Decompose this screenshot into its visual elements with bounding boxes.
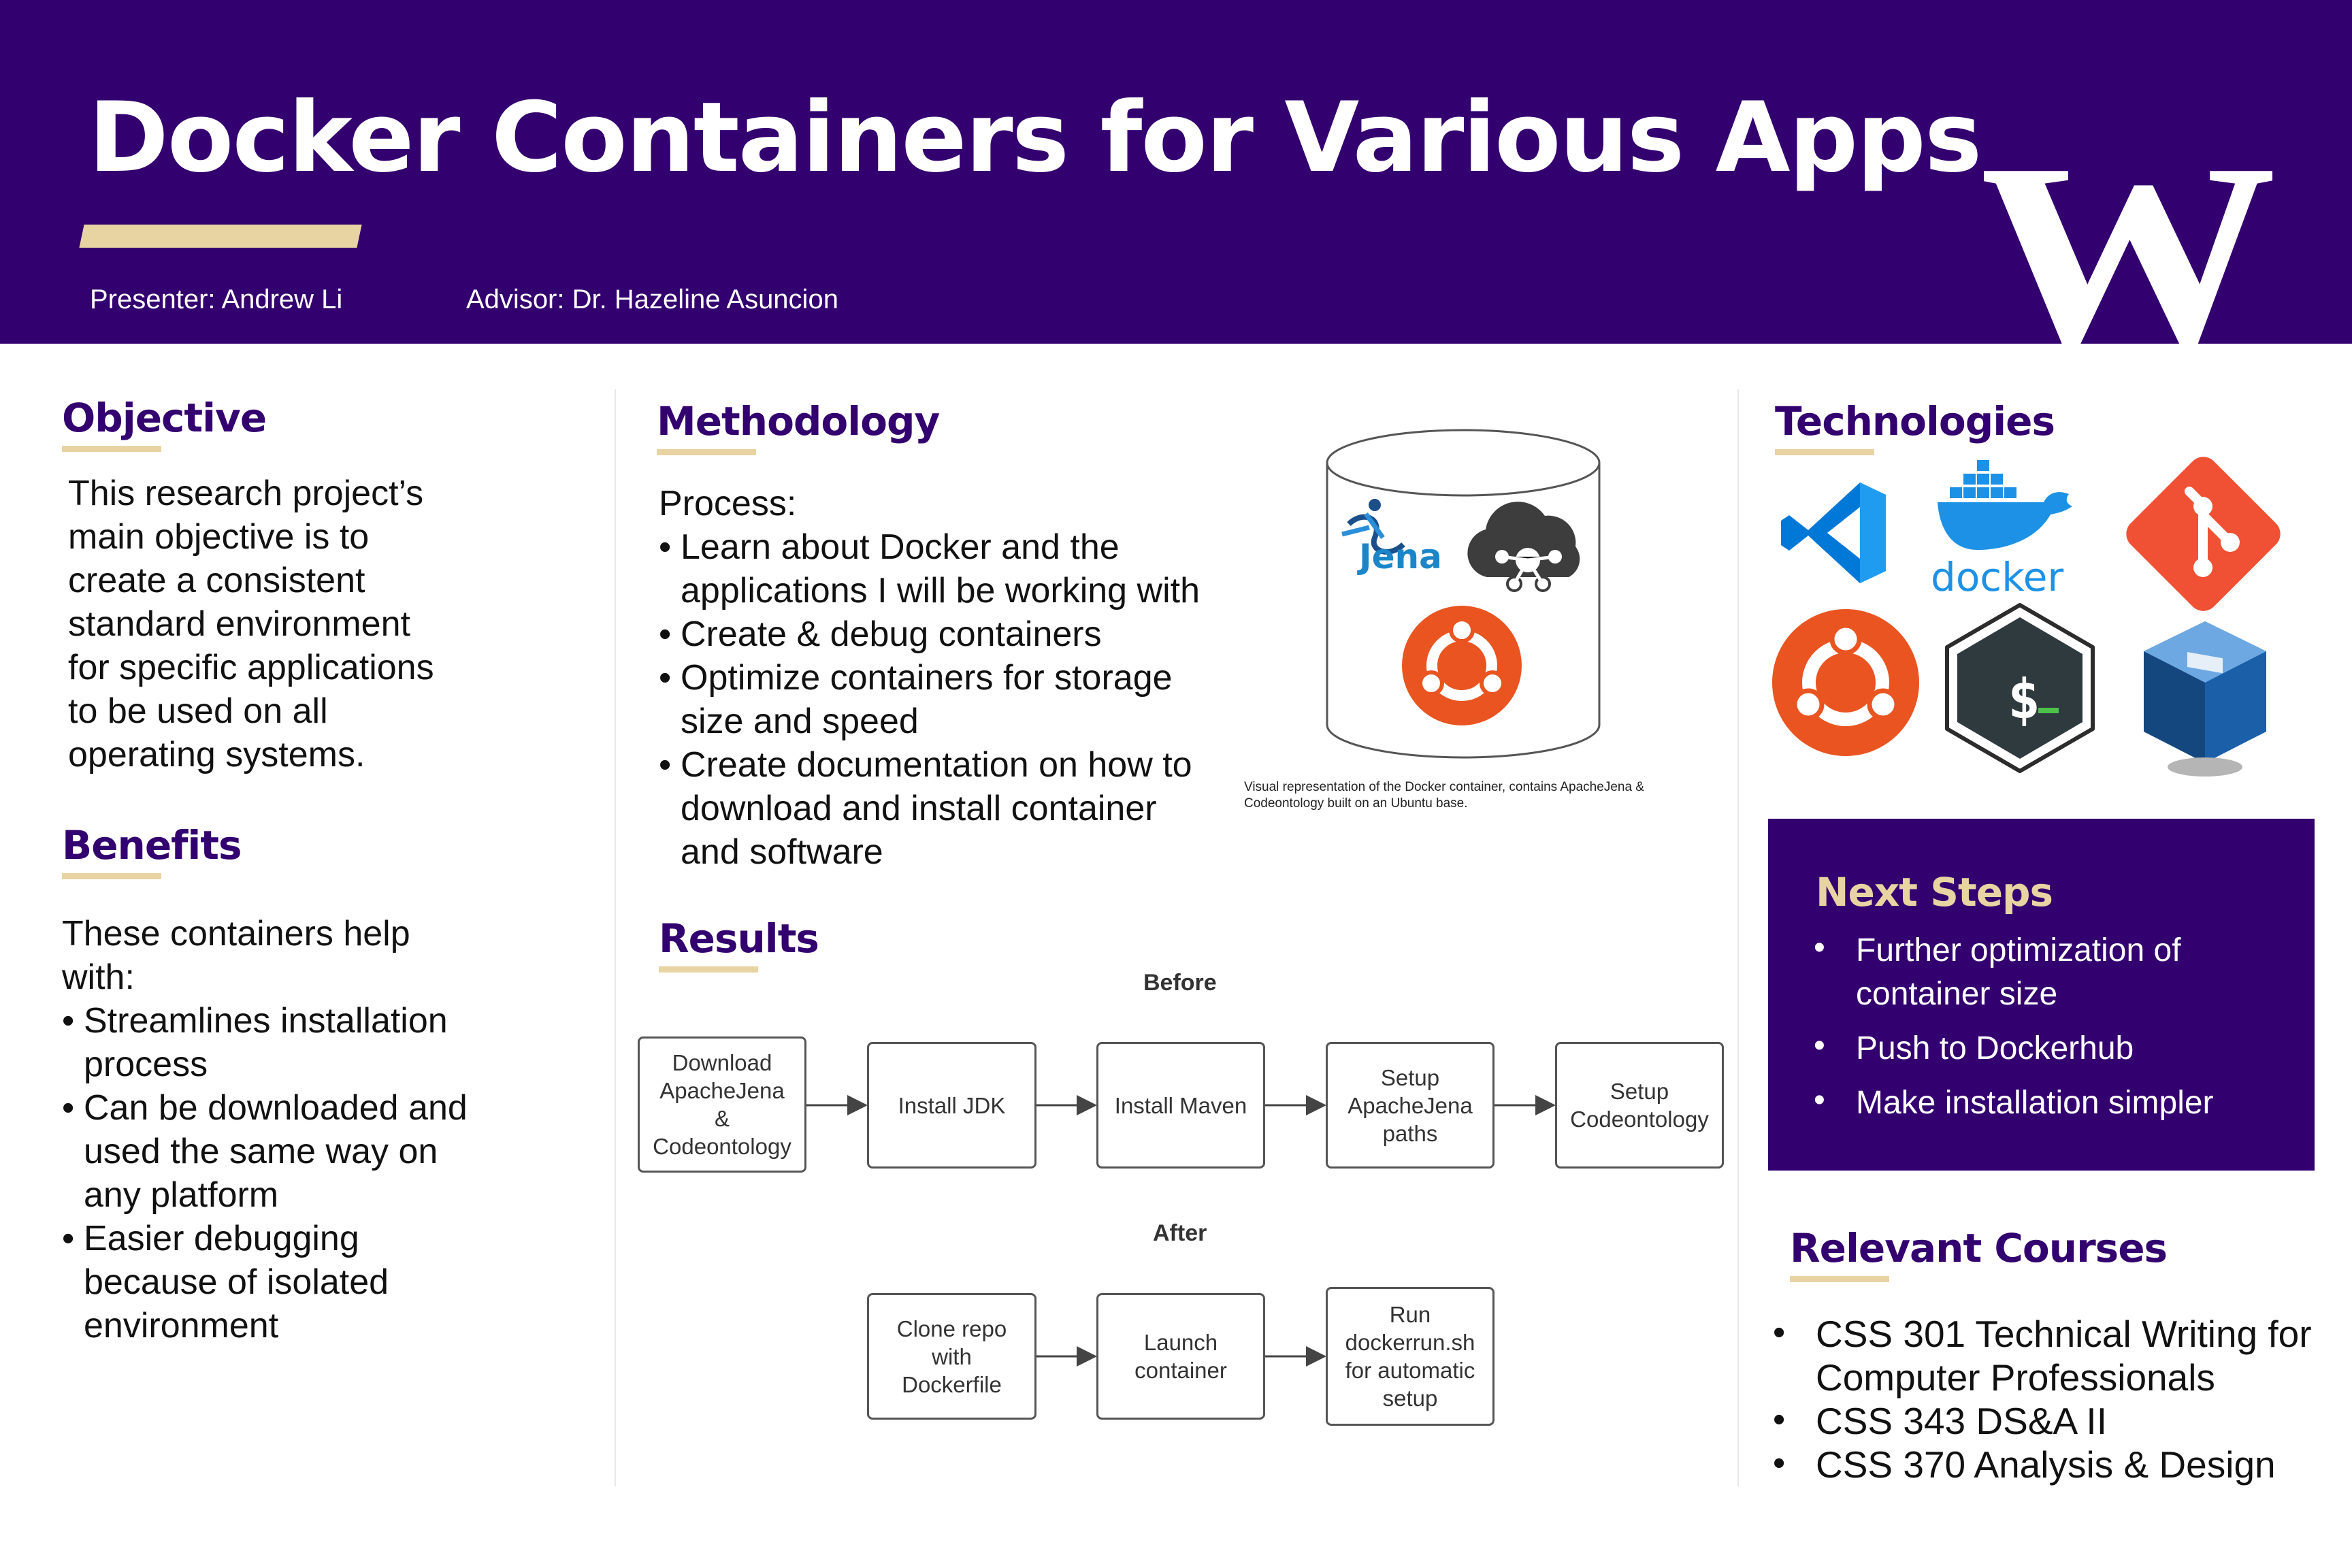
- poster-title: Docker Containers for Various Apps: [88, 82, 1982, 194]
- next-steps-heading: Next Steps: [1816, 869, 2053, 915]
- methodology-underline: [657, 449, 756, 455]
- objective-heading: Objective: [62, 395, 267, 441]
- svg-text:$: $: [2008, 668, 2040, 731]
- list-item: CSS 343 DS&A II: [1816, 1400, 2107, 1442]
- objective-underline: [62, 446, 161, 452]
- methodology-text: Process: Learn about Docker and theappli…: [659, 482, 1271, 874]
- bullet-icon: •: [1773, 1443, 1786, 1483]
- header-banner: [0, 0, 2352, 344]
- next-steps-panel: [1768, 819, 2315, 1171]
- codeontology-cloud-icon: [1467, 502, 1580, 592]
- list-item: CSS 370 Analysis & Design: [1816, 1443, 2276, 1486]
- presenter-label: Presenter: Andrew Li: [90, 284, 343, 314]
- bash-icon: $: [1945, 603, 2095, 773]
- list-item: Make installation simpler: [1856, 1085, 2214, 1121]
- list-item: Push to Dockerhub: [1856, 1030, 2134, 1066]
- figure-caption: Visual representation of the Docker cont…: [1244, 780, 1644, 811]
- svg-text:W: W: [1984, 148, 2272, 346]
- objective-text: This research project’s main objective i…: [68, 474, 434, 774]
- docker-icon: docker: [1931, 460, 2072, 598]
- ubuntu-icon: [1402, 606, 1522, 725]
- git-icon: [2126, 457, 2281, 611]
- courses-underline: [1790, 1276, 1889, 1282]
- results-underline: [659, 966, 758, 973]
- uw-logo-icon: W: [1984, 148, 2272, 346]
- benefits-heading: Benefits: [62, 822, 242, 868]
- methodology-heading: Methodology: [657, 398, 940, 444]
- vscode-icon: [1781, 483, 1886, 583]
- svg-text:Jena: Jena: [1357, 537, 1442, 575]
- ubuntu-icon: [1772, 609, 1919, 756]
- column-divider-left: [615, 389, 616, 1486]
- results-heading: Results: [659, 915, 819, 962]
- technologies-underline: [1775, 449, 1874, 455]
- benefits-text: These containers help with: Streamlines …: [62, 912, 593, 1348]
- benefits-underline: [62, 873, 161, 879]
- column-divider-right: [1737, 389, 1739, 1486]
- courses-heading: Relevant Courses: [1790, 1225, 2168, 1271]
- after-label: After: [1153, 1220, 1207, 1246]
- bullet-icon: •: [1814, 1082, 1825, 1118]
- advisor-label: Advisor: Dr. Hazeline Asuncion: [466, 284, 838, 314]
- svg-text:docker: docker: [1931, 554, 2063, 598]
- bullet-icon: •: [1814, 930, 1825, 966]
- technologies-heading: Technologies: [1775, 398, 2055, 444]
- list-item: Create & debug containers: [659, 612, 1271, 656]
- bullet-icon: •: [1773, 1313, 1786, 1352]
- flow-step-install-jdk: Install JDK: [867, 1042, 1036, 1169]
- apache-jena-icon: Jena: [1341, 499, 1442, 575]
- bullet-icon: •: [1814, 1028, 1825, 1064]
- before-label: Before: [1143, 970, 1217, 996]
- bullet-icon: •: [1773, 1400, 1786, 1439]
- virtualbox-icon: [2144, 621, 2266, 777]
- flow-step-install-maven: Install Maven: [1096, 1042, 1265, 1169]
